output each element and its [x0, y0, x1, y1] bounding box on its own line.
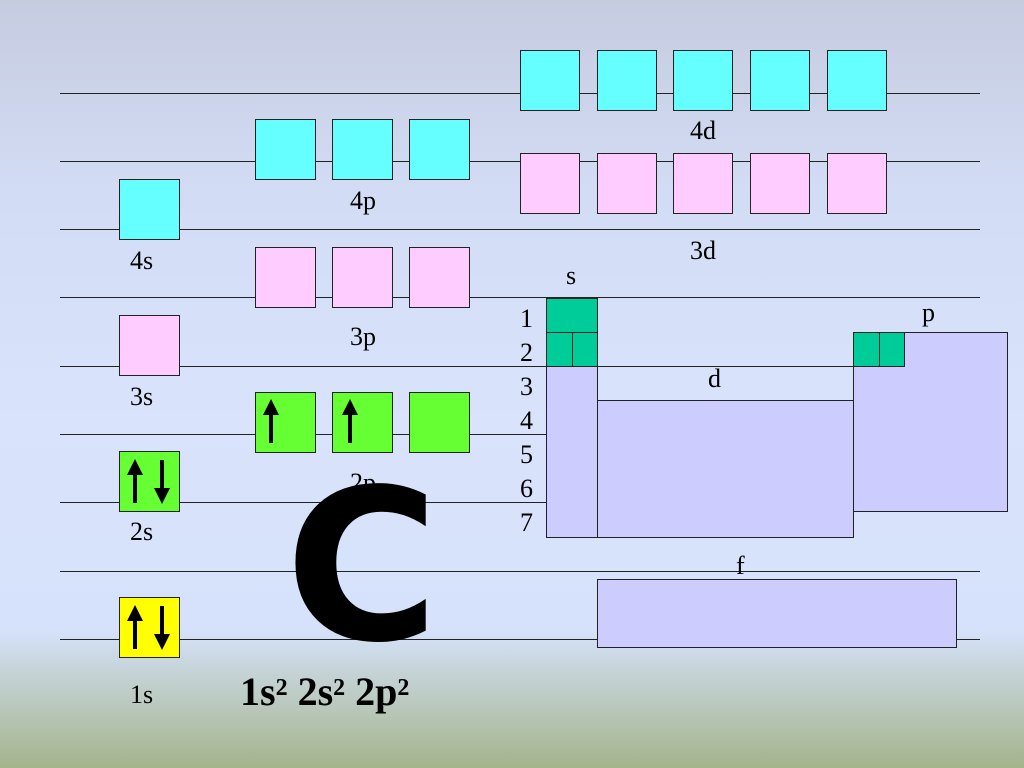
orbital-4d-box [520, 50, 580, 111]
orbital-2p-box [255, 392, 316, 453]
s-block-filled-period-2-cell [572, 332, 598, 367]
s-block-filled-period-2-cell [546, 332, 573, 367]
energy-line [60, 571, 980, 572]
f-block [597, 579, 957, 648]
orbital-2p-box [409, 392, 470, 453]
energy-line [60, 366, 980, 367]
energy-line [60, 502, 980, 503]
period-number: 5 [520, 440, 533, 469]
orbital-1s-label: 1s [130, 680, 154, 709]
orbital-4p-label: 4p [350, 186, 376, 215]
orbital-3d-label: 3d [690, 236, 716, 265]
s-block-filled-period-1 [546, 298, 598, 333]
s-block-label: s [566, 261, 577, 290]
energy-line [60, 297, 980, 298]
period-number: 2 [520, 338, 533, 367]
orbital-3d-box [597, 153, 657, 214]
orbital-3s-box [119, 315, 180, 376]
electron-spin-up-arrow [127, 459, 143, 503]
p-block-filled-cell [879, 332, 905, 367]
period-number: 3 [520, 372, 533, 401]
orbital-4p-box [332, 119, 393, 180]
orbital-4s-label: 4s [130, 246, 154, 275]
electron-configuration: 1s2 2s2 2p2 [240, 672, 409, 712]
electron-spin-up-arrow [127, 605, 143, 649]
orbital-3d-box [827, 153, 887, 214]
config-electron-count: 2 [275, 675, 288, 701]
period-number: 1 [520, 304, 533, 333]
orbital-2p-box [332, 392, 393, 453]
electron-spin-up-arrow [263, 399, 279, 443]
orbital-3d-box [520, 153, 580, 214]
period-number: 7 [520, 508, 533, 537]
electron-spin-up-arrow [342, 399, 358, 443]
orbital-2p-label: 2p [350, 468, 376, 497]
energy-line [60, 639, 980, 640]
p-block-filled-cell [853, 332, 880, 367]
config-orbital: 2s [297, 669, 334, 714]
orbital-2s-box [119, 451, 180, 512]
config-electron-count: 2 [397, 675, 410, 701]
config-electron-count: 2 [333, 675, 346, 701]
orbital-3p-box [255, 247, 316, 308]
element-symbol: C [285, 444, 440, 689]
orbital-3p-box [332, 247, 393, 308]
energy-line [60, 229, 980, 230]
orbital-4d-label: 4d [690, 116, 716, 145]
d-block [597, 400, 854, 538]
electron-spin-down-arrow [154, 606, 170, 650]
orbital-3p-label: 3p [350, 322, 376, 351]
electron-spin-down-arrow [154, 460, 170, 504]
orbital-4p-box [409, 119, 470, 180]
orbital-3d-box [673, 153, 733, 214]
orbital-3d-box [750, 153, 810, 214]
orbital-1s-box [119, 597, 180, 658]
orbital-4d-box [827, 50, 887, 111]
orbital-4d-box [750, 50, 810, 111]
energy-line [60, 434, 980, 435]
orbital-4s-box [119, 179, 180, 240]
config-orbital: 1s [240, 669, 276, 714]
period-number: 4 [520, 406, 533, 435]
orbital-4d-box [673, 50, 733, 111]
p-block-label: p [922, 298, 935, 327]
orbital-2s-label: 2s [130, 517, 154, 546]
config-orbital: 2p [355, 669, 398, 714]
orbital-3s-label: 3s [130, 382, 154, 411]
f-block-label: f [736, 551, 745, 580]
period-number: 6 [520, 474, 533, 503]
orbital-4d-box [597, 50, 657, 111]
orbital-3p-box [409, 247, 470, 308]
d-block-label: d [708, 364, 721, 393]
orbital-4p-box [255, 119, 316, 180]
